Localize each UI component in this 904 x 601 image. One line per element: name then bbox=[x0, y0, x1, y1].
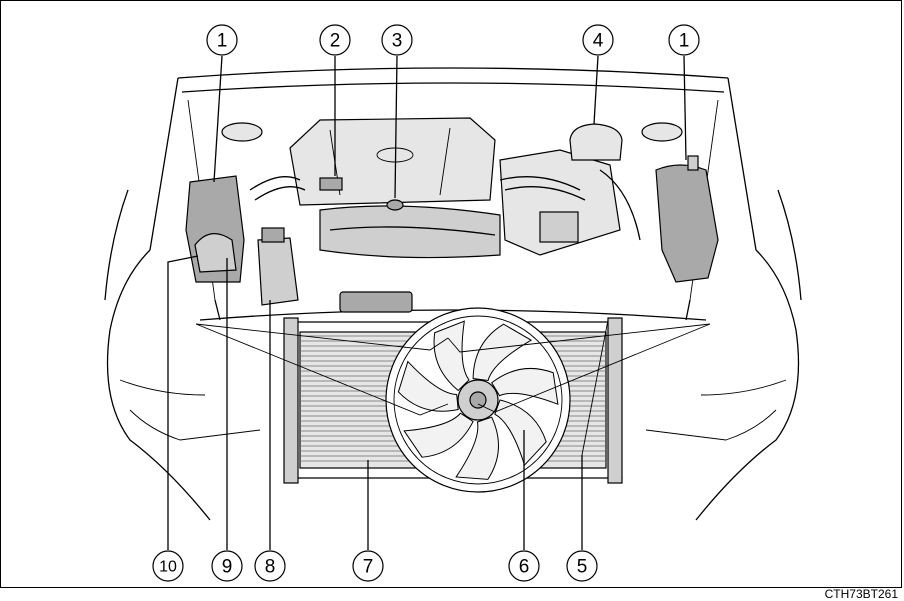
callout-10: 10 bbox=[152, 550, 184, 582]
callout-7-label: 7 bbox=[363, 557, 374, 578]
callout-4-label: 4 bbox=[593, 31, 604, 52]
callout-4: 4 bbox=[582, 24, 614, 56]
callout-2-label: 2 bbox=[330, 31, 341, 52]
callout-6: 6 bbox=[508, 550, 540, 582]
callout-1-right: 1 bbox=[668, 24, 700, 56]
fan-blade bbox=[494, 399, 547, 467]
diagram-frame bbox=[0, 0, 902, 588]
callout-5-label: 5 bbox=[577, 557, 588, 578]
fan-blade bbox=[455, 416, 499, 480]
car-body-outline bbox=[104, 67, 802, 521]
fan-blade bbox=[403, 412, 474, 458]
callout-3-label: 3 bbox=[392, 31, 403, 52]
fan-blade bbox=[433, 320, 470, 392]
callout-9: 9 bbox=[211, 550, 243, 582]
figure-code: CTH73BT261 bbox=[824, 587, 898, 601]
leader-lines bbox=[167, 55, 711, 550]
callout-3: 3 bbox=[381, 24, 413, 56]
callout-5: 5 bbox=[566, 550, 598, 582]
callout-1-right-label: 1 bbox=[679, 31, 690, 52]
engine-components bbox=[185, 117, 719, 306]
callout-7: 7 bbox=[352, 550, 384, 582]
callout-9-label: 9 bbox=[222, 557, 233, 578]
callout-markers: 1 2 3 4 1 10 9 8 bbox=[152, 24, 700, 582]
fan-blade bbox=[472, 323, 533, 381]
fan-blades bbox=[397, 320, 559, 480]
fan-blade bbox=[397, 360, 459, 412]
callout-10-label: 10 bbox=[159, 559, 177, 576]
callout-8-label: 8 bbox=[265, 557, 276, 578]
callout-6-label: 6 bbox=[519, 557, 530, 578]
fan-blade bbox=[491, 367, 559, 405]
callout-1-left-label: 1 bbox=[217, 31, 228, 52]
callout-8: 8 bbox=[254, 550, 286, 582]
callout-2: 2 bbox=[319, 24, 351, 56]
callout-1-left: 1 bbox=[206, 24, 238, 56]
radiator-assembly bbox=[283, 291, 623, 493]
